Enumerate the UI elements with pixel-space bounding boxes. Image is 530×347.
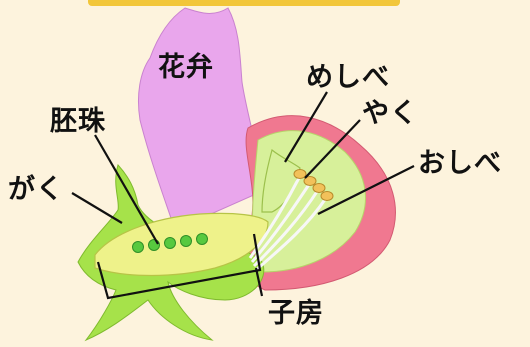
petal: [137, 7, 266, 231]
leader-line-stamen: [317, 165, 415, 215]
anther: [303, 176, 317, 186]
stamen-filament: [250, 182, 312, 263]
ovule: [196, 233, 208, 245]
leader-line-pistil: [284, 91, 328, 163]
stamen-filament: [255, 197, 328, 272]
top-accent-bar: [88, 0, 400, 6]
anther: [293, 169, 307, 179]
stamen-filament: [252, 189, 320, 268]
ovules: [132, 233, 208, 253]
label-ovary: 子房: [268, 298, 324, 329]
ovule: [132, 241, 144, 253]
ovule: [164, 237, 176, 249]
label-sepal: がく: [8, 174, 64, 205]
leader-line-ovary: [254, 267, 264, 297]
ovary-bracket: [96, 233, 262, 300]
leader-line-ovule: [94, 134, 159, 245]
anther: [312, 183, 326, 193]
label-pistil: めしべ: [306, 62, 390, 93]
label-petal: 花弁: [158, 52, 214, 83]
ovule: [180, 235, 192, 247]
leader-line-anther: [304, 119, 361, 179]
label-anther: やく: [362, 98, 418, 129]
anther: [320, 191, 334, 201]
label-ovule: 胚珠: [50, 106, 106, 137]
label-stamen: おしべ: [418, 148, 502, 179]
anthers: [293, 169, 334, 201]
ovule: [148, 239, 160, 251]
leader-line-sepal: [71, 192, 123, 224]
